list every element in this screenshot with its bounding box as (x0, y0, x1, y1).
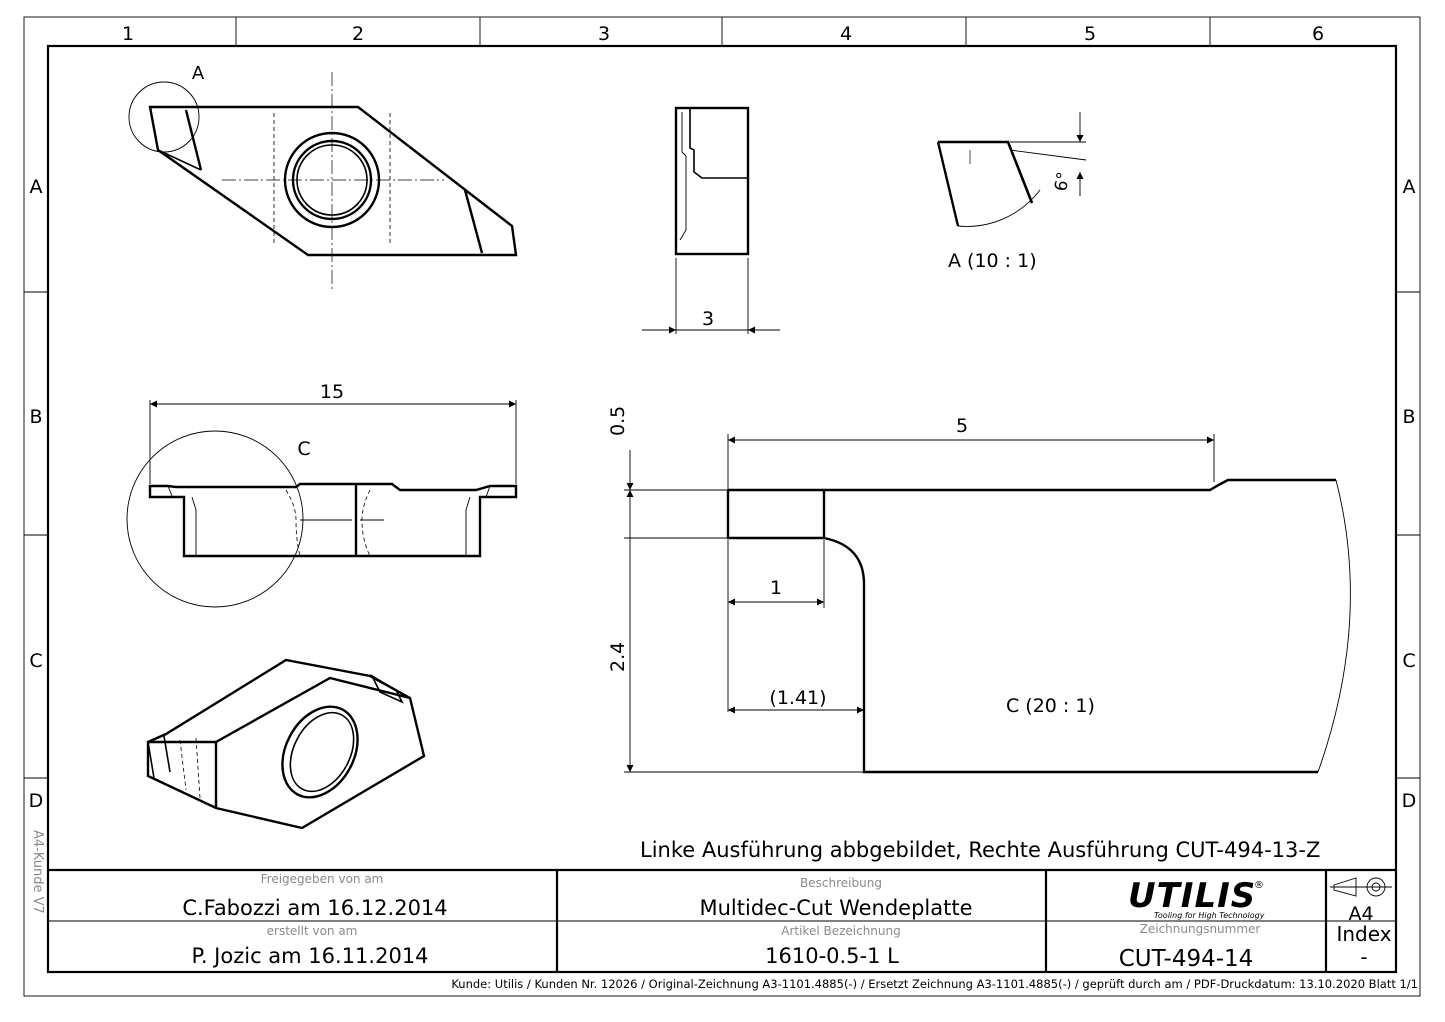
zone-col-2: 2 (352, 23, 364, 45)
dim-land-width: 1 (770, 577, 782, 599)
article-label: Artikel Bezeichnung (781, 924, 901, 938)
zone-col-5: 5 (1084, 23, 1096, 45)
article-value: 1610-0.5-1 L (765, 944, 899, 968)
zone-row-b-right: B (1402, 406, 1415, 428)
side-label: A4-Kunde V7 (30, 830, 45, 914)
created-value: P. Jozic am 16.11.2014 (191, 944, 428, 968)
front-view (126, 400, 518, 608)
footer-line: Kunde: Utilis / Kunden Nr. 12026 / Origi… (451, 977, 1418, 991)
zone-col-4: 4 (840, 23, 852, 45)
detail-c-caption: C (20 : 1) (1006, 695, 1095, 717)
zone-col-3: 3 (598, 23, 610, 45)
zone-col-6: 6 (1312, 23, 1324, 45)
logo-tagline: Tooling for High Technology (1154, 911, 1265, 920)
utilis-logo: UTILIS ® Tooling for High Technology (1128, 876, 1265, 920)
released-label: Freigegeben von am (261, 872, 384, 886)
detail-a-circle (128, 81, 200, 153)
created-label: erstellt von am (267, 924, 358, 938)
detail-c-marker: C (297, 438, 310, 460)
detail-a-marker: A (192, 63, 205, 84)
zone-dividers (24, 17, 1420, 779)
zone-row-a-right: A (1403, 176, 1416, 198)
drawing-number-label: Zeichnungsnummer (1140, 922, 1261, 936)
detail-c-circle (126, 430, 304, 608)
description-value: Multidec-Cut Wendeplatte (699, 896, 972, 920)
index-label: Index (1336, 922, 1391, 946)
dim-length: 15 (320, 381, 344, 403)
isometric-view (146, 658, 426, 830)
detail-a-view (936, 112, 1087, 227)
released-value: C.Fabozzi am 16.12.2014 (182, 896, 447, 920)
side-view (642, 106, 780, 334)
zone-col-1: 1 (122, 23, 134, 45)
zone-row-c-right: C (1402, 650, 1415, 672)
zone-row-b-left: B (29, 406, 42, 428)
zone-row-a-left: A (30, 176, 43, 198)
drawing-frame (46, 44, 1398, 974)
zone-row-c-left: C (29, 650, 42, 672)
detail-c-view (624, 434, 1351, 774)
zone-row-d-right: D (1402, 790, 1417, 812)
projection-symbol-icon (1330, 877, 1392, 897)
variant-note: Linke Ausführung abbgebildet, Rechte Aus… (640, 838, 1320, 862)
dim-thickness: 3 (702, 308, 714, 330)
dim-reference: (1.41) (769, 687, 826, 709)
drawing-number-value: CUT-494-14 (1119, 946, 1254, 972)
dim-cutting-length: 5 (956, 415, 968, 437)
dim-groove-width: 0.5 (607, 406, 629, 436)
description-label: Beschreibung (800, 876, 882, 890)
dim-angle: 6° (1051, 170, 1074, 193)
zone-row-d-left: D (29, 790, 44, 812)
logo-registered: ® (1254, 880, 1264, 891)
logo-text: UTILIS (1128, 876, 1256, 916)
format-value: A4 (1348, 903, 1373, 925)
dim-height: 2.4 (607, 642, 629, 672)
top-view (128, 72, 518, 292)
detail-a-caption: A (10 : 1) (948, 250, 1037, 272)
index-value: - (1360, 945, 1367, 969)
